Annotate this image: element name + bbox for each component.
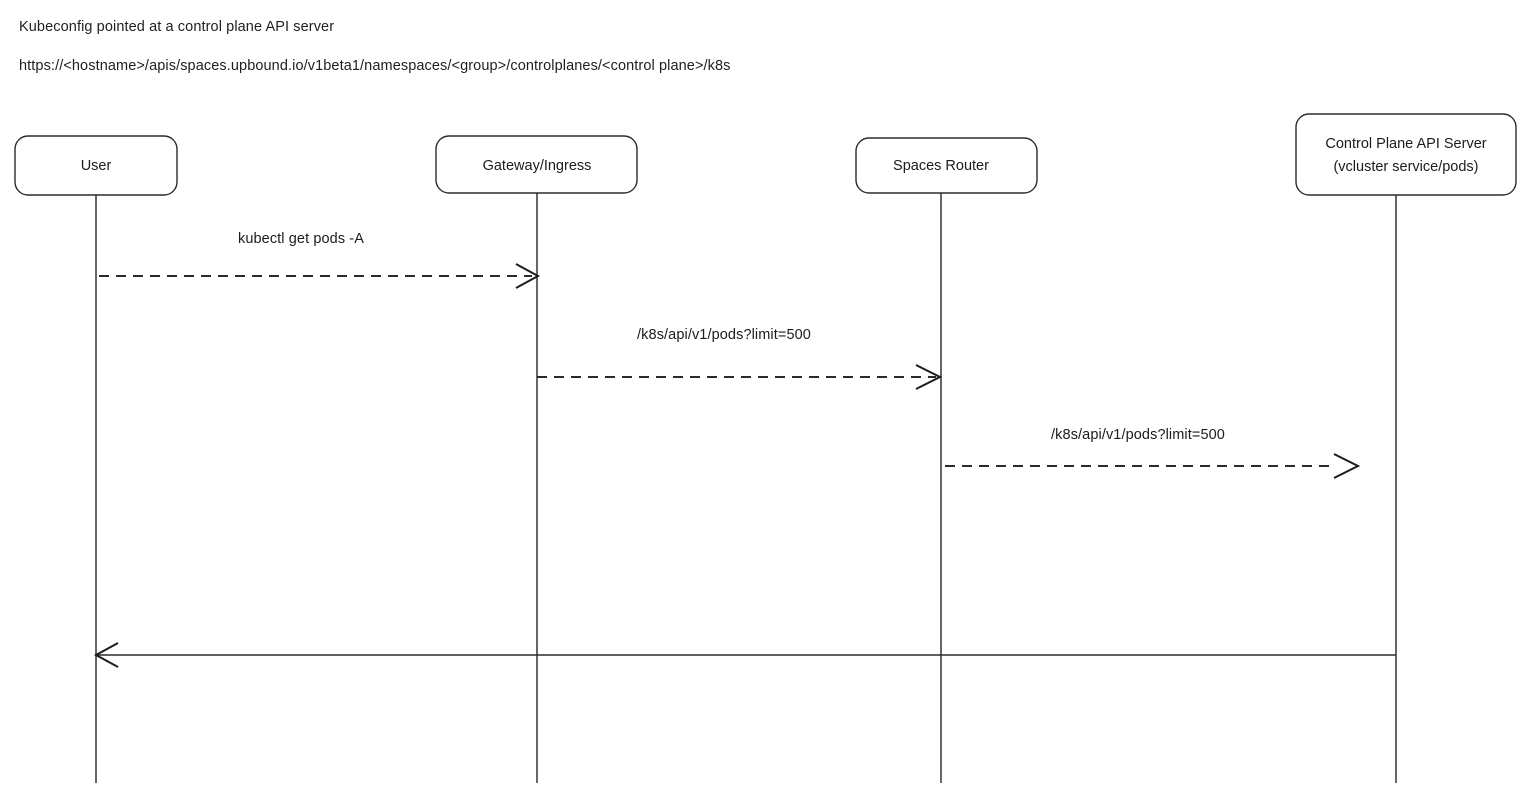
arrowhead-left-4 (93, 642, 119, 668)
participant-gateway[interactable] (435, 135, 638, 194)
participant-label-control-plane: Control Plane API Server (1325, 136, 1486, 152)
participant-box-spaces-router[interactable] (855, 137, 1038, 194)
participant-label-spaces-router: Spaces Router (893, 158, 989, 174)
participant-box-gateway[interactable] (435, 135, 638, 194)
message-kubectl-get-pods (99, 263, 541, 289)
lifelines (95, 193, 1397, 783)
message-router-to-controlplane (945, 453, 1361, 479)
participant-spaces-router[interactable] (855, 137, 1038, 194)
participant-label-control-plane-sub: (vcluster service/pods) (1333, 159, 1478, 175)
arrowhead-right-1 (515, 263, 541, 289)
header-url: https://<hostname>/apis/spaces.upbound.i… (19, 58, 731, 74)
message-gateway-to-router (537, 364, 943, 390)
participant-control-plane[interactable] (1295, 113, 1517, 196)
message-response-to-user (93, 642, 1396, 668)
participant-user[interactable] (14, 135, 178, 196)
participant-label-user: User (81, 158, 112, 174)
participant-box-user[interactable] (14, 135, 178, 196)
arrowhead-right-3 (1333, 453, 1361, 479)
message-label-gateway-to-router: /k8s/api/v1/pods?limit=500 (637, 327, 811, 343)
arrowhead-right-2 (915, 364, 943, 390)
header-title: Kubeconfig pointed at a control plane AP… (19, 19, 335, 35)
message-label-router-to-controlplane: /k8s/api/v1/pods?limit=500 (1051, 427, 1225, 443)
participant-label-gateway: Gateway/Ingress (483, 158, 592, 174)
message-label-kubectl-get-pods: kubectl get pods -A (237, 231, 365, 247)
participant-box-control-plane[interactable] (1295, 113, 1517, 196)
